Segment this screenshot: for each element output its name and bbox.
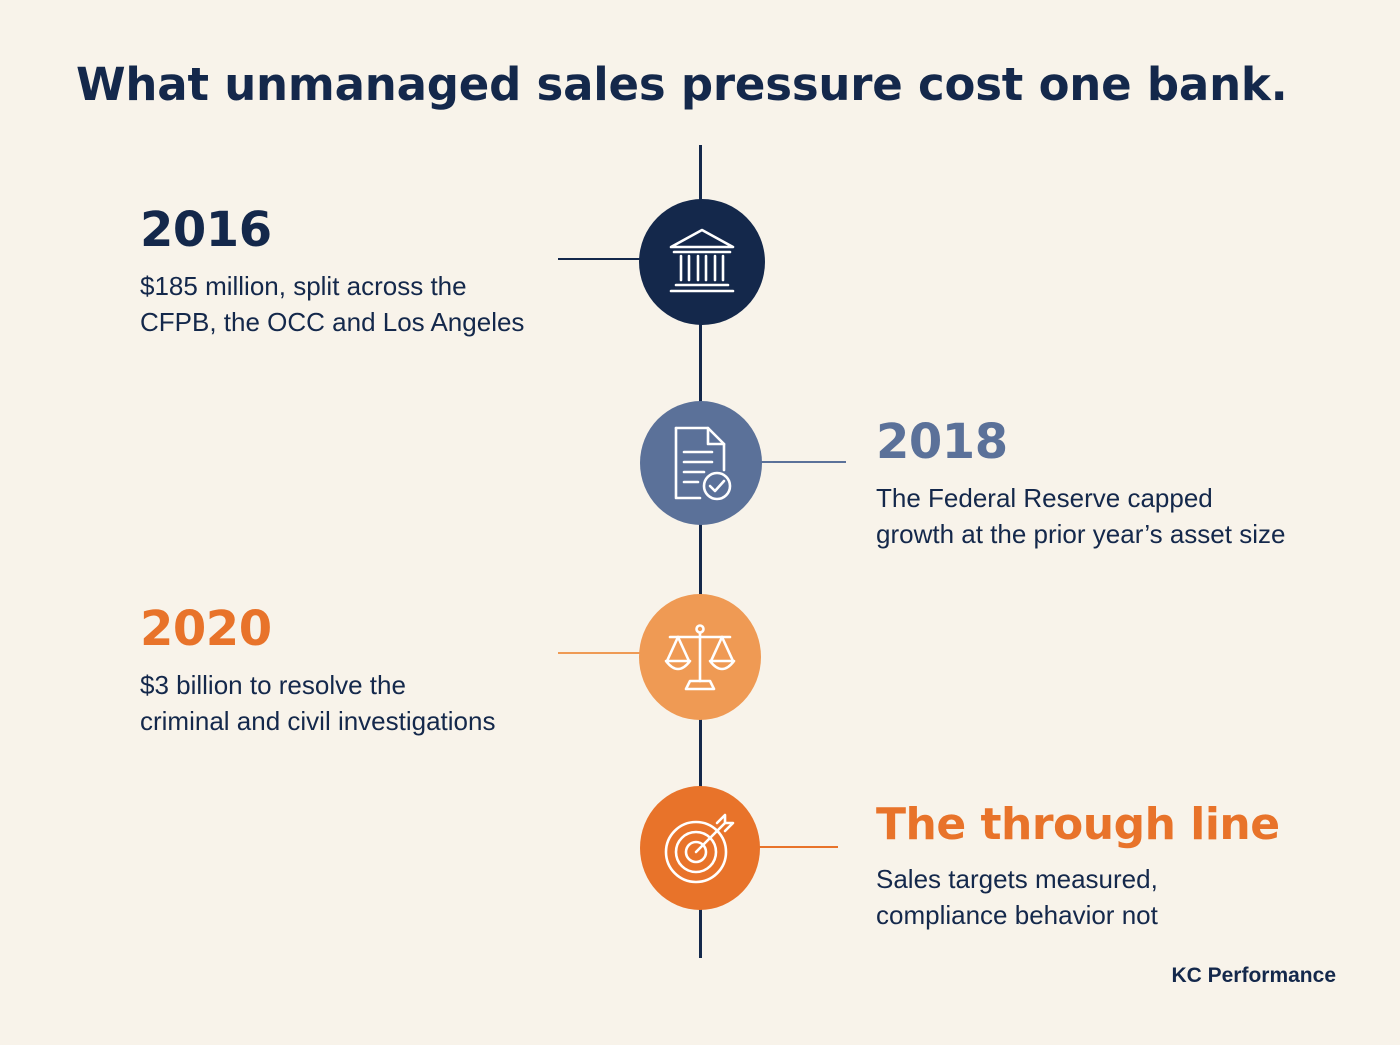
event-description-line: growth at the prior year’s asset size <box>876 519 1286 549</box>
scales-of-justice-icon <box>664 624 736 691</box>
event-year: 2018 <box>876 414 1008 470</box>
document-check-icon <box>674 426 732 501</box>
event-description: $3 billion to resolve the criminal and c… <box>140 667 495 739</box>
timeline-node-2020 <box>639 594 761 720</box>
timeline-node-2018 <box>640 401 762 525</box>
event-year: The through line <box>876 799 1280 850</box>
event-year: 2020 <box>140 601 272 657</box>
brand-footer: KC Performance <box>1171 964 1336 987</box>
connector-through-line <box>758 846 838 848</box>
event-description-line: Sales targets measured, <box>876 864 1158 894</box>
timeline-entry-2016: 2016 $185 million, split across the CFPB… <box>140 206 524 340</box>
event-description-line: The Federal Reserve capped <box>876 483 1213 513</box>
target-arrow-icon <box>664 813 735 884</box>
event-description-line: criminal and civil investigations <box>140 706 496 736</box>
timeline-entry-2018: 2018 The Federal Reserve capped growth a… <box>876 418 1285 552</box>
event-description-line: CFPB, the OCC and Los Angeles <box>140 307 525 337</box>
event-description-line: compliance behavior not <box>876 900 1158 930</box>
timeline-spine <box>699 145 702 958</box>
event-description: $185 million, split across the CFPB, the… <box>140 268 524 340</box>
timeline-node-2016 <box>639 199 765 325</box>
event-description: The Federal Reserve capped growth at the… <box>876 480 1285 552</box>
timeline-entry-2020: 2020 $3 billion to resolve the criminal … <box>140 605 495 739</box>
timeline-entry-through-line: The through line Sales targets measured,… <box>876 803 1280 933</box>
connector-2016 <box>558 258 642 260</box>
event-year: 2016 <box>140 202 272 258</box>
connector-2020 <box>558 652 642 654</box>
page-title: What unmanaged sales pressure cost one b… <box>76 58 1288 111</box>
bank-building-icon <box>669 228 735 293</box>
connector-2018 <box>760 461 846 463</box>
event-description: Sales targets measured, compliance behav… <box>876 861 1280 933</box>
event-description-line: $185 million, split across the <box>140 271 467 301</box>
event-description-line: $3 billion to resolve the <box>140 670 406 700</box>
timeline-node-through-line <box>640 786 760 910</box>
